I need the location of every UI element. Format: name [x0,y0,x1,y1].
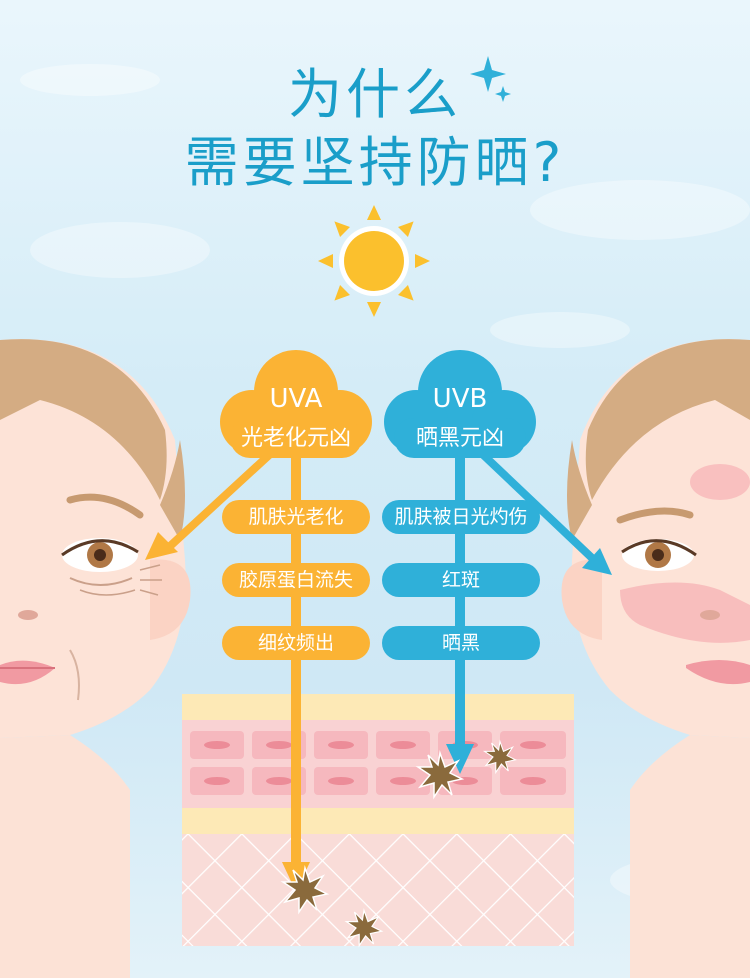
skin-cross-section [182,694,574,946]
uvb-subtitle: 晒黑元凶 [415,426,504,451]
uvb-cloud [384,350,536,458]
sparkle-icon [470,56,511,102]
right-face-tanned [561,339,750,978]
uva-label: UVA [269,384,323,414]
left-face-aged [0,339,191,978]
uva-subtitle: 光老化元凶 [240,426,351,451]
uva-effect-2: 胶原蛋白流失 [222,563,370,597]
sun-icon [318,205,430,317]
uva-cloud [220,350,372,458]
uva-effect-3: 细纹频出 [222,626,370,660]
title-line-1: 为什么 [288,63,462,126]
uvb-effect-1: 肌肤被日光灼伤 [382,500,540,534]
damage-star-icon [280,739,517,948]
uva-effect-1: 肌肤光老化 [222,500,370,534]
uvb-effect-3: 晒黑 [382,626,540,660]
title-line-2: 需要坚持防晒? [184,131,566,194]
uvb-label: UVB [432,384,488,414]
uvb-effect-2: 红斑 [382,563,540,597]
